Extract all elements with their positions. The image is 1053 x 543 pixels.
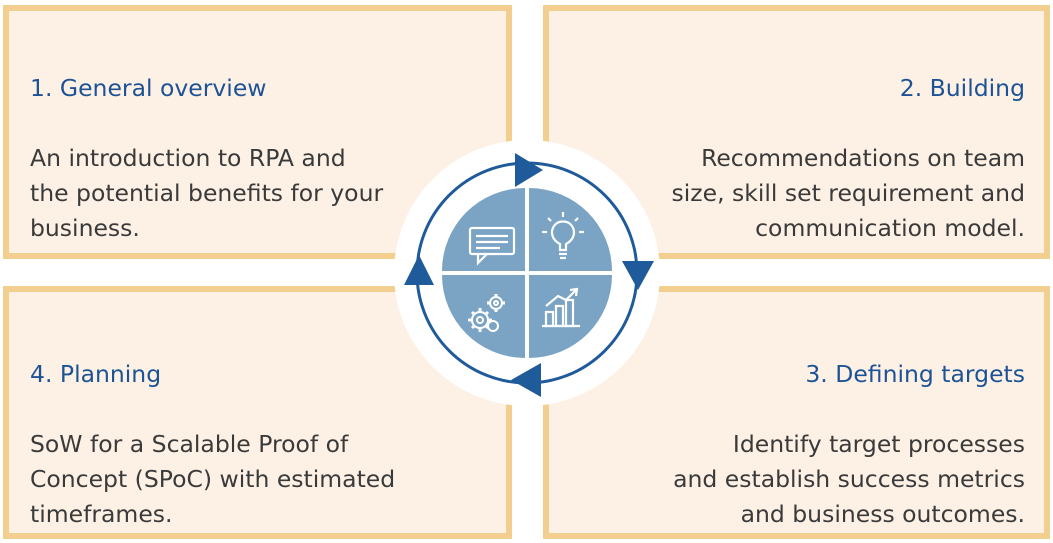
step-4-description: SoW for a Scalable Proof of Concept (SPo… [30,430,396,528]
arrow-left-icon [404,255,434,285]
step-1-description: An introduction to RPA and the potential… [30,144,384,242]
step-2-description: Recommendations on team size, skill set … [671,144,1026,242]
arrow-top-icon [515,153,543,187]
step-4-title: 4. Planning [30,360,162,388]
arrow-bottom-icon [511,363,541,397]
quadrant-top-right [529,188,612,271]
step-3-description: Identify target processes and establish … [673,430,1025,528]
quadrant-bottom-left [442,275,525,358]
wheel-background [394,140,660,406]
gears-icon [468,294,505,332]
step-1-box [3,5,512,259]
quadrant-bottom-right [529,275,612,358]
step-2-title: 2. Building [899,74,1025,102]
speech-bubble-icon [468,226,516,266]
step-1-content: 1. General overview An introduction to R… [30,36,383,246]
step-3-title: 3. Defining targets [805,360,1025,388]
step-4-content: 4. Planning SoW for a Scalable Proof of … [30,322,395,532]
quadrant-top-left [442,188,525,271]
lightbulb-icon [542,212,584,260]
step-2-content: 2. Building Recommendations on team size… [672,36,1026,246]
bar-chart-icon [542,287,580,328]
step-3-content: 3. Defining targets Identify target proc… [673,322,1025,532]
step-1-title: 1. General overview [30,74,267,102]
arrow-right-icon [622,261,654,290]
